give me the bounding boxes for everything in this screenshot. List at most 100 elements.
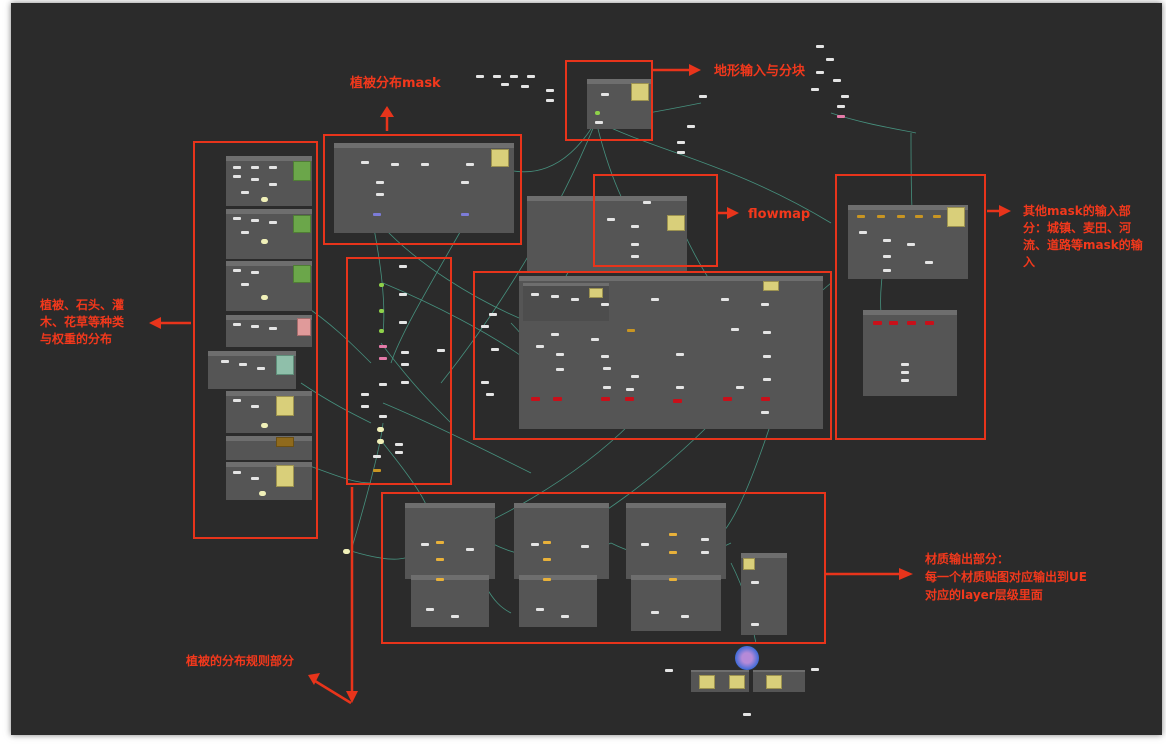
node[interactable]: [239, 363, 247, 366]
node[interactable]: [883, 239, 891, 242]
node[interactable]: [897, 215, 905, 218]
node[interactable]: [601, 303, 609, 306]
node[interactable]: [269, 221, 277, 224]
node[interactable]: [723, 397, 732, 401]
node[interactable]: [241, 191, 249, 194]
material-output-subgroup-3[interactable]: [631, 575, 721, 631]
node[interactable]: [251, 271, 259, 274]
vegetation-mask-group[interactable]: [334, 143, 514, 233]
node[interactable]: [399, 293, 407, 296]
node[interactable]: [601, 93, 609, 96]
node[interactable]: [536, 608, 544, 611]
node[interactable]: [591, 338, 599, 341]
node[interactable]: [761, 397, 770, 401]
node[interactable]: [811, 668, 819, 671]
node[interactable]: [395, 443, 403, 446]
node[interactable]: [833, 79, 841, 82]
material-output-subgroup-2[interactable]: [519, 575, 597, 627]
node[interactable]: [546, 99, 554, 102]
node[interactable]: [251, 178, 259, 181]
material-output-group-2[interactable]: [514, 503, 609, 579]
node[interactable]: [556, 353, 564, 356]
node[interactable]: [607, 218, 615, 221]
node[interactable]: [531, 293, 539, 296]
node[interactable]: [907, 321, 916, 325]
node[interactable]: [486, 393, 494, 396]
node[interactable]: [261, 295, 268, 300]
species-group-8[interactable]: [226, 462, 312, 500]
node[interactable]: [601, 355, 609, 358]
node[interactable]: [736, 386, 744, 389]
node[interactable]: [857, 215, 865, 218]
node[interactable]: [701, 551, 709, 554]
node[interactable]: [721, 298, 729, 301]
node[interactable]: [873, 321, 882, 325]
node[interactable]: [699, 95, 707, 98]
node[interactable]: [461, 213, 469, 216]
node[interactable]: [233, 471, 241, 474]
node[interactable]: [373, 213, 381, 216]
node[interactable]: [399, 265, 407, 268]
node[interactable]: [233, 269, 241, 272]
node[interactable]: [837, 115, 845, 118]
node[interactable]: [603, 386, 611, 389]
node[interactable]: [376, 181, 384, 184]
node[interactable]: [665, 669, 673, 672]
node[interactable]: [379, 415, 387, 418]
node[interactable]: [343, 549, 350, 554]
flowmap-group[interactable]: [527, 196, 687, 272]
node[interactable]: [901, 379, 909, 382]
material-output-subgroup-1[interactable]: [411, 575, 489, 627]
node[interactable]: [269, 166, 277, 169]
node[interactable]: [811, 88, 819, 91]
node[interactable]: [551, 295, 559, 298]
node[interactable]: [837, 105, 845, 108]
node[interactable]: [373, 455, 381, 458]
node[interactable]: [395, 451, 403, 454]
node[interactable]: [925, 321, 934, 325]
node[interactable]: [859, 231, 867, 234]
node[interactable]: [631, 375, 639, 378]
node[interactable]: [361, 405, 369, 408]
node[interactable]: [377, 427, 384, 432]
node[interactable]: [626, 388, 634, 391]
node[interactable]: [816, 71, 824, 74]
node[interactable]: [763, 331, 771, 334]
node[interactable]: [481, 381, 489, 384]
node[interactable]: [421, 163, 429, 166]
node[interactable]: [421, 543, 429, 546]
node[interactable]: [701, 538, 709, 541]
node[interactable]: [379, 383, 387, 386]
node[interactable]: [761, 303, 769, 306]
species-group-7[interactable]: [226, 436, 312, 460]
node[interactable]: [259, 491, 266, 496]
node[interactable]: [493, 75, 501, 78]
node[interactable]: [261, 423, 268, 428]
node[interactable]: [531, 543, 539, 546]
node[interactable]: [581, 545, 589, 548]
node[interactable]: [933, 215, 941, 218]
node[interactable]: [603, 367, 611, 370]
node[interactable]: [681, 615, 689, 618]
node[interactable]: [233, 166, 241, 169]
node[interactable]: [466, 548, 474, 551]
node[interactable]: [261, 197, 268, 202]
node[interactable]: [436, 578, 444, 581]
node[interactable]: [373, 469, 381, 472]
node[interactable]: [436, 558, 444, 561]
node[interactable]: [669, 551, 677, 554]
species-group-6[interactable]: [226, 391, 312, 433]
node[interactable]: [651, 298, 659, 301]
node[interactable]: [763, 378, 771, 381]
node[interactable]: [379, 309, 384, 313]
node[interactable]: [631, 255, 639, 258]
node[interactable]: [651, 611, 659, 614]
node[interactable]: [521, 85, 529, 88]
node[interactable]: [461, 181, 469, 184]
node[interactable]: [501, 83, 509, 86]
output-node-icon[interactable]: [735, 646, 759, 670]
node[interactable]: [251, 477, 259, 480]
node[interactable]: [391, 163, 399, 166]
node[interactable]: [561, 615, 569, 618]
node[interactable]: [379, 357, 387, 360]
